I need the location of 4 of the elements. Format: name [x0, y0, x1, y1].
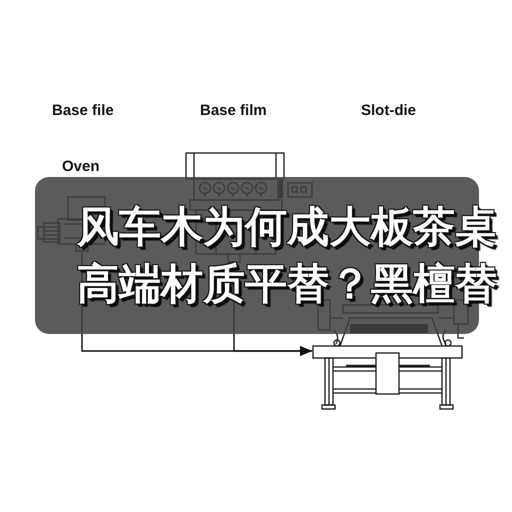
part-label: Oven: [62, 158, 100, 176]
part-label: Slot-die: [361, 102, 416, 120]
part-label: Base film: [200, 102, 267, 120]
part-label: Base file: [52, 102, 114, 120]
